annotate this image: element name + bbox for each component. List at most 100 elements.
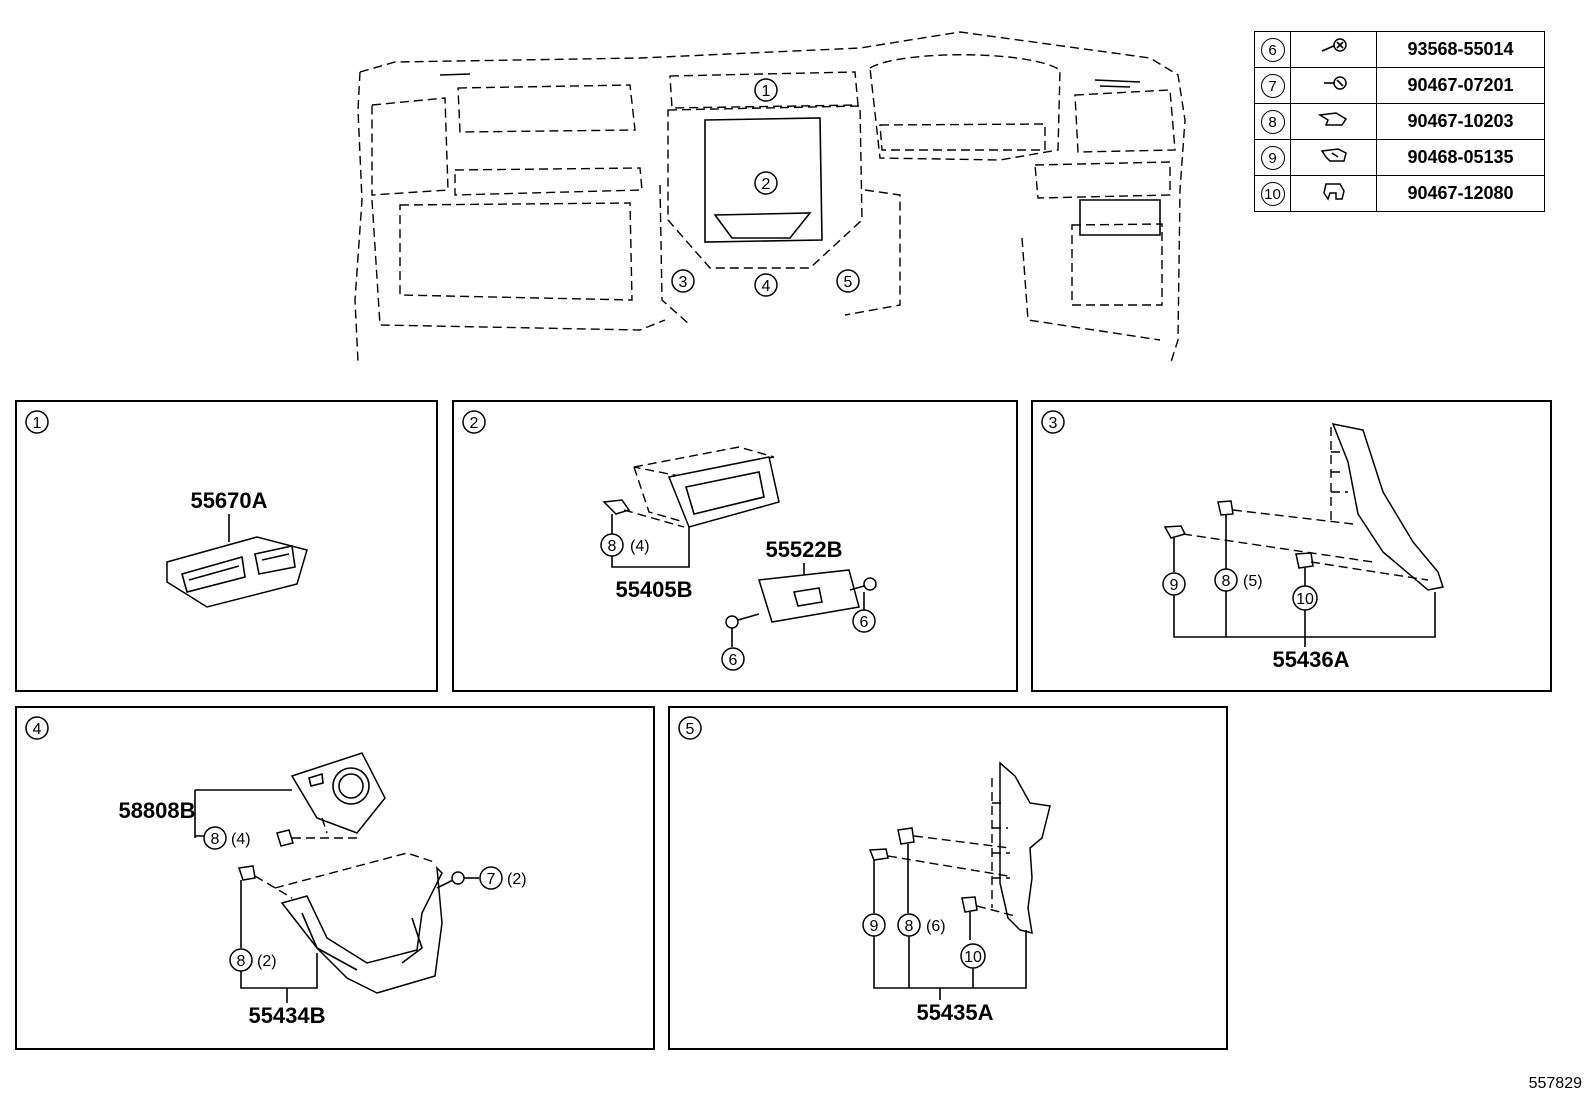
clip-part-8a bbox=[276, 829, 294, 847]
callout-7: 7 bbox=[479, 866, 503, 890]
part-label: 55670A bbox=[190, 488, 267, 513]
air-vent-part bbox=[166, 536, 308, 608]
svg-text:9: 9 bbox=[1170, 577, 1179, 594]
svg-text:5: 5 bbox=[844, 274, 853, 291]
screw-part-6b bbox=[849, 577, 877, 591]
panel-2: 2 8 (4) 55405B 55522B 6 6 bbox=[452, 400, 1018, 692]
panel-number: 1 bbox=[25, 410, 49, 434]
quantity: (4) bbox=[231, 831, 251, 848]
callout-10: 10 bbox=[960, 943, 986, 969]
svg-text:5: 5 bbox=[686, 721, 695, 738]
panel-4: 4 58808B 8 (4) 7 (2) 8 (2) 55434B bbox=[15, 706, 655, 1050]
callout-9: 9 bbox=[1162, 572, 1186, 596]
index-circle: 7 bbox=[1260, 73, 1285, 98]
overview-callouts: 1 2 3 4 5 bbox=[671, 78, 860, 297]
svg-text:2: 2 bbox=[762, 176, 771, 193]
panel-number: 5 bbox=[678, 716, 702, 740]
display-unit-part bbox=[758, 569, 860, 623]
panel-number: 3 bbox=[1041, 410, 1065, 434]
svg-text:3: 3 bbox=[1049, 415, 1058, 432]
clip-part-8b bbox=[238, 865, 256, 881]
parts-table: 6 93568-55014 7 90467-07201 8 90467-1020… bbox=[1254, 31, 1545, 212]
svg-text:10: 10 bbox=[1296, 591, 1314, 608]
index-circle: 10 bbox=[1260, 181, 1285, 206]
clip-icon bbox=[1320, 148, 1347, 162]
index-circle: 6 bbox=[1260, 37, 1285, 62]
screw-part-6a bbox=[725, 613, 760, 629]
svg-text:8: 8 bbox=[905, 918, 914, 935]
svg-text:4: 4 bbox=[33, 721, 42, 738]
svg-text:4: 4 bbox=[762, 278, 771, 295]
part-label: 55434B bbox=[248, 1003, 325, 1028]
quantity: (4) bbox=[630, 538, 650, 555]
dashboard-outline bbox=[354, 31, 1186, 366]
part-number: 90467-07201 bbox=[1376, 67, 1545, 104]
trim-panel-part bbox=[1330, 422, 1444, 591]
panel-5: 5 9 8 (6) 10 55435A bbox=[668, 706, 1228, 1050]
index-circle: 9 bbox=[1260, 145, 1285, 170]
callout-6b: 6 bbox=[852, 609, 876, 633]
clip-part-9 bbox=[868, 848, 889, 861]
part-number: 90468-05135 bbox=[1376, 139, 1545, 176]
svg-text:9: 9 bbox=[870, 918, 879, 935]
callout-2: 2 bbox=[754, 171, 778, 195]
callout-8: 8 bbox=[600, 533, 624, 557]
callout-6a: 6 bbox=[721, 647, 745, 671]
quantity: (6) bbox=[926, 918, 946, 935]
svg-text:7: 7 bbox=[487, 871, 496, 888]
svg-text:8: 8 bbox=[237, 953, 246, 970]
callout-4: 4 bbox=[754, 273, 778, 297]
svg-text:1: 1 bbox=[762, 83, 771, 100]
part-number: 90467-12080 bbox=[1376, 175, 1545, 212]
index-circle: 8 bbox=[1260, 109, 1285, 134]
parts-table-row: 9 90468-05135 bbox=[1254, 139, 1545, 176]
clip-part-8 bbox=[897, 827, 915, 845]
quantity: (2) bbox=[507, 871, 527, 888]
panel-3: 3 9 8 (5) 10 55436A bbox=[1031, 400, 1552, 692]
svg-text:2: 2 bbox=[470, 415, 479, 432]
part-label: 55435A bbox=[916, 1000, 993, 1025]
quantity: (2) bbox=[257, 953, 277, 970]
callout-1: 1 bbox=[754, 78, 778, 102]
part-number: 93568-55014 bbox=[1376, 31, 1545, 68]
svg-text:6: 6 bbox=[860, 614, 869, 631]
clip-part-8 bbox=[602, 499, 631, 515]
clip-part-10 bbox=[1295, 552, 1314, 569]
svg-text:3: 3 bbox=[679, 274, 688, 291]
clip-icon bbox=[1323, 76, 1347, 90]
callout-3: 3 bbox=[671, 269, 695, 293]
callout-8b: 8 bbox=[229, 948, 253, 972]
part-label: 58808B bbox=[118, 798, 195, 823]
clip-part-8 bbox=[1217, 500, 1234, 516]
trim-panel-part bbox=[991, 761, 1051, 935]
svg-text:8: 8 bbox=[1222, 573, 1231, 590]
clip-part-9 bbox=[1163, 525, 1187, 539]
panel-number: 2 bbox=[462, 410, 486, 434]
panel-1: 1 55670A bbox=[15, 400, 438, 692]
part-label: 55405B bbox=[615, 577, 692, 602]
callout-5: 5 bbox=[836, 269, 860, 293]
screw-icon bbox=[1321, 38, 1347, 52]
console-lower-part bbox=[274, 852, 443, 994]
callout-8: 8 bbox=[1214, 568, 1238, 592]
parts-table-row: 10 90467-12080 bbox=[1254, 175, 1545, 212]
parts-table-row: 8 90467-10203 bbox=[1254, 103, 1545, 140]
diagram-id: 557829 bbox=[1528, 1075, 1582, 1092]
callout-10: 10 bbox=[1292, 585, 1318, 611]
callout-8a: 8 bbox=[203, 826, 227, 850]
svg-text:8: 8 bbox=[211, 831, 220, 848]
panel-number: 4 bbox=[25, 716, 49, 740]
svg-text:6: 6 bbox=[729, 652, 738, 669]
quantity: (5) bbox=[1243, 573, 1263, 590]
parts-table-row: 7 90467-07201 bbox=[1254, 67, 1545, 104]
callout-8: 8 bbox=[897, 913, 921, 937]
dashboard-overview: 1 2 3 4 5 bbox=[354, 31, 1186, 366]
display-housing-part bbox=[633, 446, 780, 528]
cup-holder-trim-part bbox=[290, 752, 386, 834]
parts-table-row: 6 93568-55014 bbox=[1254, 31, 1545, 68]
clip-part-10 bbox=[961, 896, 978, 913]
part-label: 55436A bbox=[1272, 647, 1349, 672]
clip-icon bbox=[1322, 183, 1345, 201]
callout-9: 9 bbox=[862, 913, 886, 937]
svg-text:10: 10 bbox=[964, 949, 982, 966]
